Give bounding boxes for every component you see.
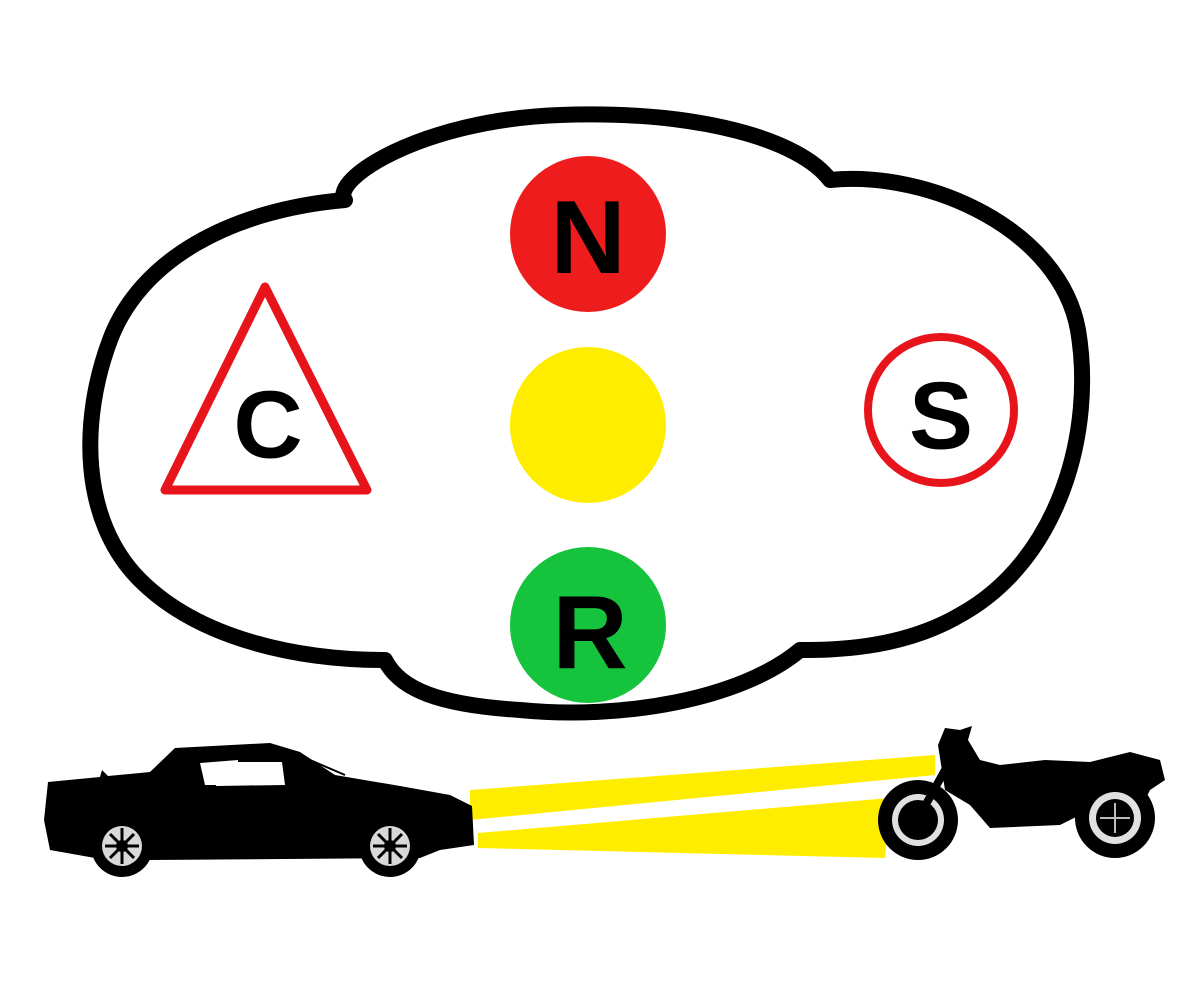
green-light-letter: R — [552, 575, 627, 691]
lower-beam-icon — [478, 798, 890, 858]
motorcycle-wheel-front — [878, 780, 958, 860]
car-wheel-front — [359, 815, 421, 877]
car-icon — [44, 743, 474, 877]
motorcycle-icon — [878, 726, 1165, 860]
stop-sign: S — [864, 333, 1018, 487]
caution-sign: C — [160, 282, 372, 495]
red-light-icon — [510, 156, 666, 312]
warning-triangle-icon — [160, 282, 372, 495]
red-light-letter: N — [550, 180, 625, 296]
stop-letter: S — [909, 363, 973, 470]
car-wheel-rear — [91, 815, 153, 877]
motorcycle-wheel-rear — [1075, 778, 1155, 858]
caution-letter: C — [233, 372, 302, 479]
headlight-beams — [470, 755, 935, 858]
ring-icon — [864, 333, 1018, 487]
upper-beam-icon — [470, 755, 935, 820]
green-light-icon — [510, 547, 666, 703]
traffic-light: N R — [510, 156, 666, 703]
yellow-light-icon — [510, 347, 666, 503]
